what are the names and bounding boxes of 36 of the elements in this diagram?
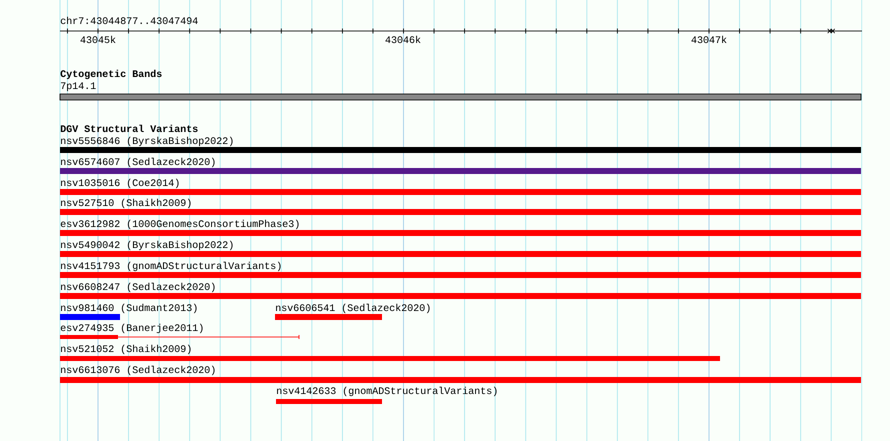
variant-feature: esv274935 (Banerjee2011) xyxy=(60,324,300,340)
node-label: 7p14.1 xyxy=(60,82,96,92)
node-label: nsv6606541 (Sedlazeck2020) xyxy=(276,304,430,314)
variant-feature: nsv6606541 (Sedlazeck2020) xyxy=(275,304,430,320)
variant-feature: nsv6608247 (Sedlazeck2020) xyxy=(60,282,862,299)
node-label: nsv6613076 (Sedlazeck2020) xyxy=(61,366,215,376)
variant-feature: esv3612982 (1000GenomesConsortiumPhase3) xyxy=(60,220,862,236)
variant-feature: nsv981460 (Sudmant2013) xyxy=(60,304,197,320)
node-label: nsv6574607 (Sedlazeck2020) xyxy=(61,158,215,168)
variant-feature: nsv6613076 (Sedlazeck2020) xyxy=(60,366,862,383)
coordinate-range: chr7:43044877..43047494 xyxy=(60,16,198,24)
node-label: nsv4142633 (gnomADStructuralVariants) xyxy=(277,386,497,396)
tick-label: 43046k xyxy=(386,36,420,44)
variant-feature: nsv527510 (Shaikh2009) xyxy=(60,198,862,215)
node-label: nsv6608247 (Sedlazeck2020) xyxy=(61,282,215,292)
variant-feature: nsv6574607 (Sedlazeck2020) xyxy=(60,158,862,174)
variant-feature: nsv4142633 (gnomADStructuralVariants) xyxy=(276,386,497,404)
node-label: nsv5556846 (ByrskaBishop2022) xyxy=(61,136,233,146)
node-label: nsv527510 (Shaikh2009) xyxy=(61,198,191,208)
cytoband-bar: 7p14.1 xyxy=(60,82,862,100)
node-label: nsv4151793 (gnomADStructuralVariants) xyxy=(61,262,281,272)
tick-label: 43045k xyxy=(80,36,116,44)
variant-feature: nsv1035016 (Coe2014) xyxy=(60,178,862,195)
node-label: esv274935 (Banerjee2011) xyxy=(60,324,203,334)
variant-feature: nsv4151793 (gnomADStructuralVariants) xyxy=(60,262,862,278)
node-label: nsv521052 (Shaikh2009) xyxy=(61,344,191,354)
track-title: Cytogenetic Bands xyxy=(60,70,162,80)
variant-feature: nsv5556846 (ByrskaBishop2022) xyxy=(60,136,862,153)
variant-feature: nsv521052 (Shaikh2009) xyxy=(60,344,720,361)
node-label: nsv981460 (Sudmant2013) xyxy=(61,304,197,314)
variant-feature: nsv5490042 (ByrskaBishop2022) xyxy=(60,240,862,257)
track-title: DGV Structural Variants xyxy=(60,124,198,132)
node-label: nsv5490042 (ByrskaBishop2022) xyxy=(61,240,233,250)
node-label: nsv1035016 (Coe2014) xyxy=(61,178,179,188)
node-label: esv3612982 (1000GenomesConsortiumPhase3) xyxy=(60,220,299,230)
tick-label: 43047k xyxy=(692,36,726,44)
